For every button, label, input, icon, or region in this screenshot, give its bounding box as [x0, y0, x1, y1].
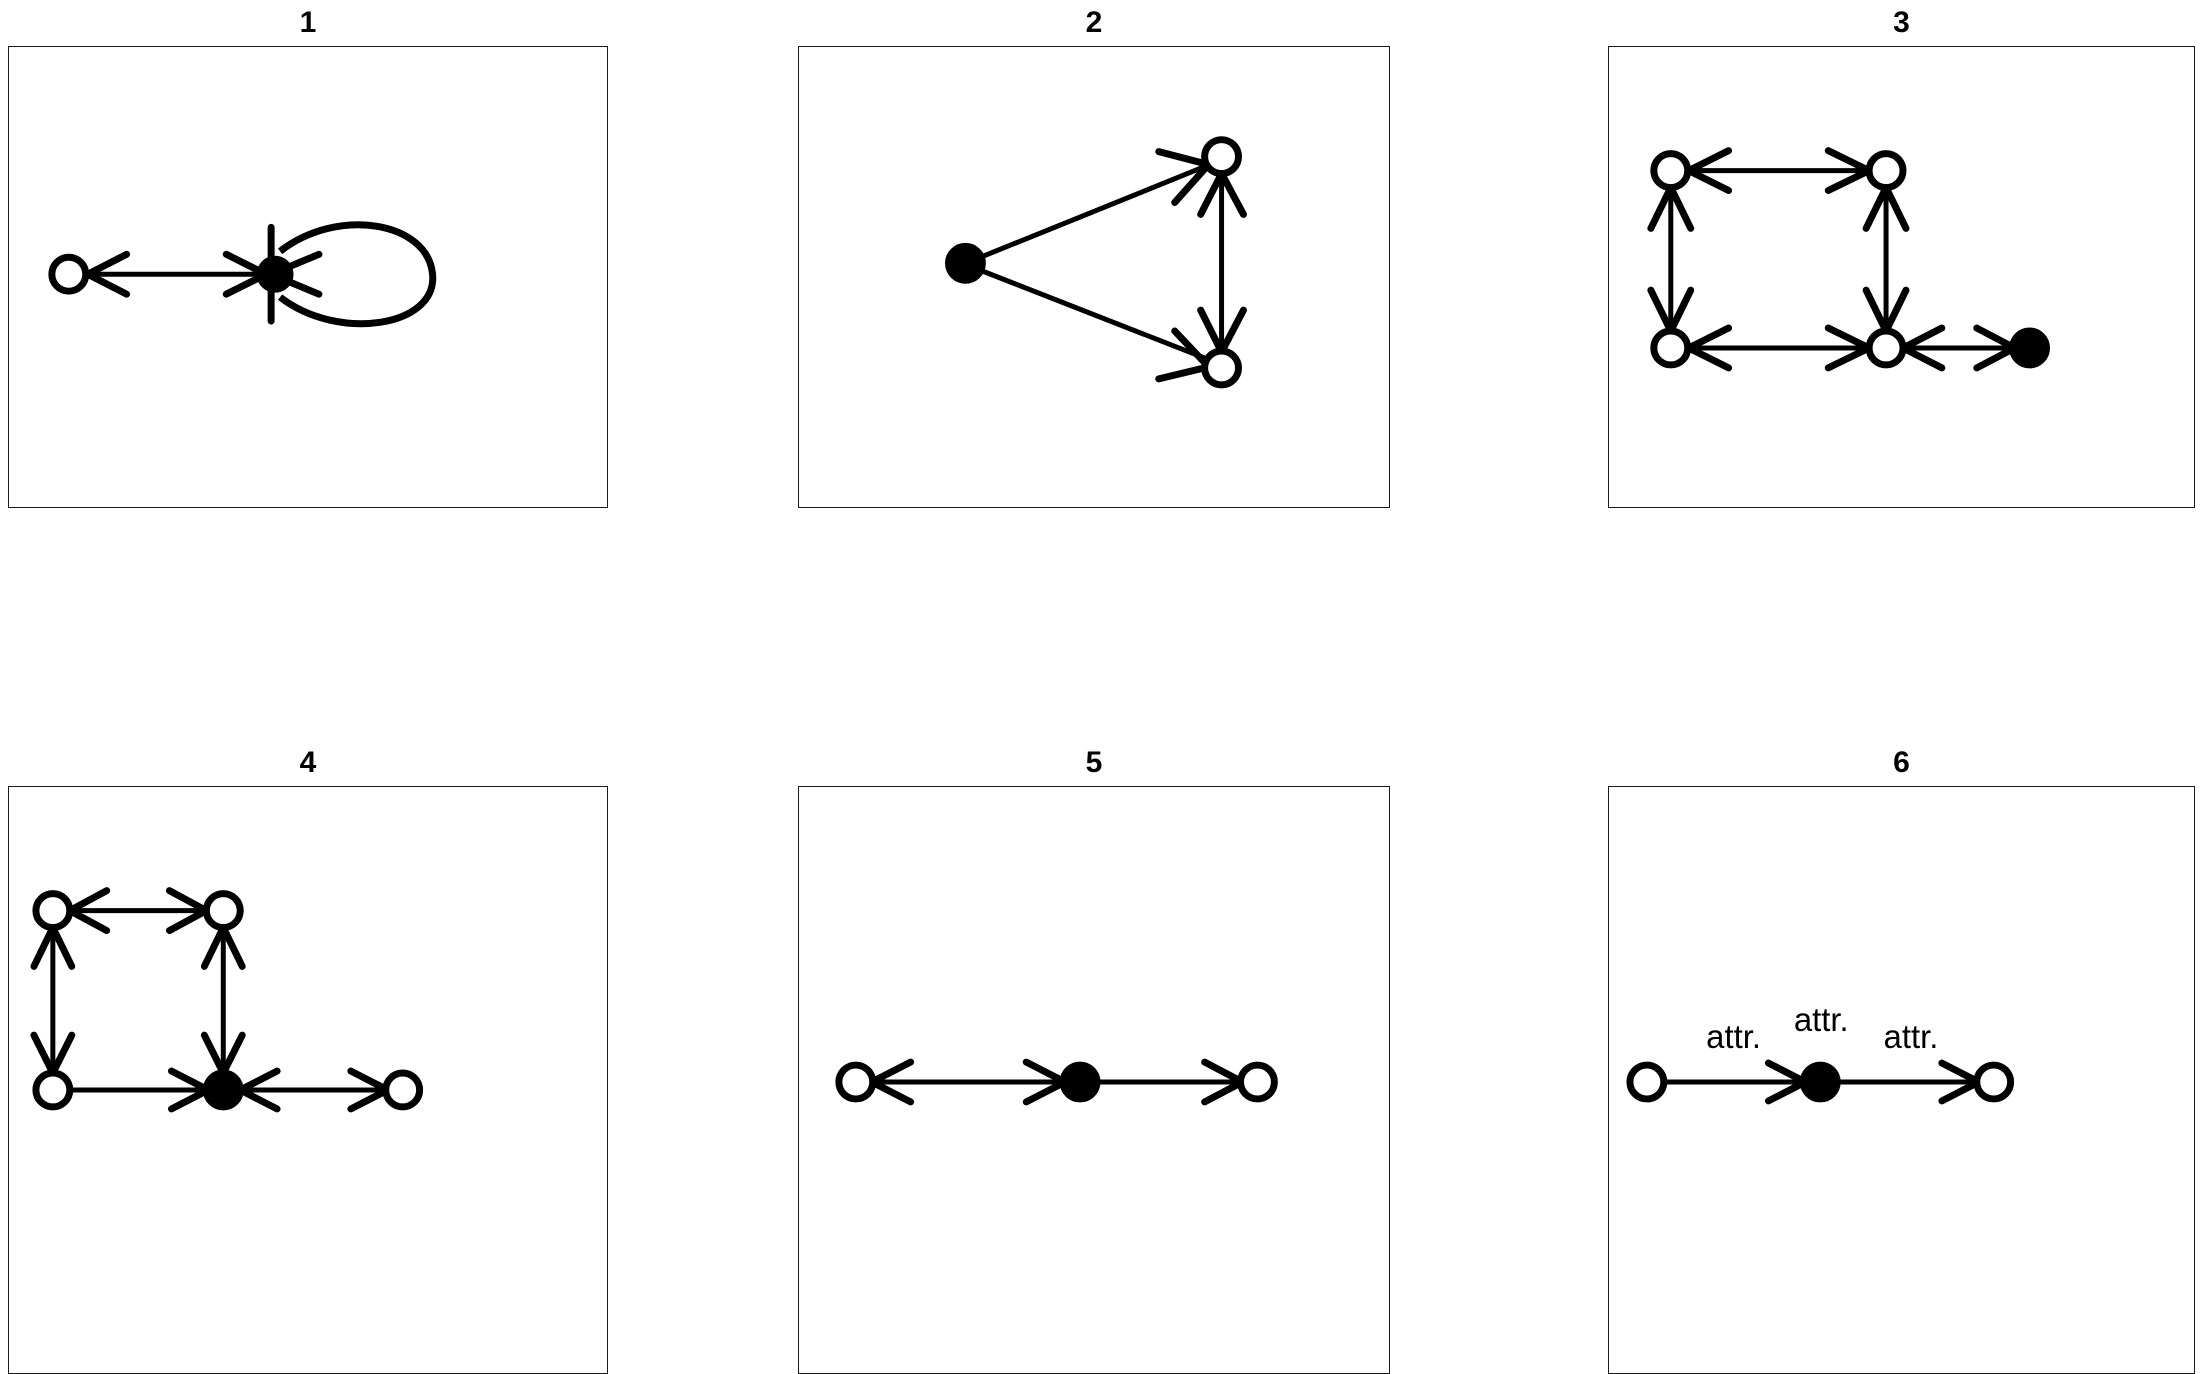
panel-5-plot-area	[798, 786, 1390, 1374]
panel-6: 6 attr. attr. attr.	[1608, 740, 2195, 1374]
panel-5-title: 5	[1085, 746, 1103, 779]
node-open-n3	[32, 1069, 74, 1111]
panel-1: 1	[8, 0, 608, 509]
panel-3-plot-area	[1608, 46, 2195, 509]
node-open-n3	[1650, 327, 1692, 369]
self-loop-edge	[277, 221, 437, 328]
edge-label-attr-right: attr.	[1884, 1018, 1939, 1055]
panel-3-title: 3	[1893, 6, 1910, 39]
node-open-n1	[32, 890, 74, 932]
node-open-n2	[1201, 136, 1242, 178]
node-filled-n2	[1799, 1061, 1841, 1103]
panel-1-plot-area	[8, 46, 608, 509]
edge-line-n1-n3	[979, 267, 1211, 363]
node-filled-n2	[1059, 1061, 1101, 1103]
node-filled-n1	[945, 242, 986, 284]
panel-6-plot-area: attr. attr. attr.	[1608, 786, 2195, 1374]
node-open-n3	[1973, 1061, 2015, 1103]
node-filled-n2	[256, 255, 294, 293]
panel-2-title: 2	[1085, 6, 1103, 39]
node-open-n3	[1201, 347, 1242, 389]
arrowhead-into-n3-from-n1	[1155, 327, 1216, 383]
panel-4-title: 4	[299, 746, 317, 779]
node-open-n2	[202, 890, 244, 932]
panel-4: 4	[8, 740, 608, 1374]
node-filled-n4	[202, 1069, 244, 1111]
panel-2: 2	[798, 0, 1390, 509]
node-open-n1	[1626, 1061, 1668, 1103]
edge-label-attr-middle: attr.	[1794, 1001, 1849, 1038]
panel-6-title: 6	[1893, 746, 1910, 779]
node-open-n2	[1865, 150, 1907, 192]
panel-1-title: 1	[299, 6, 317, 39]
panel-2-plot-area	[798, 46, 1390, 509]
node-filled-n5	[2009, 327, 2050, 369]
edge-label-attr-left: attr.	[1706, 1018, 1761, 1055]
node-open-n4	[1865, 327, 1907, 369]
node-open-n1	[48, 253, 90, 295]
panel-4-plot-area	[8, 786, 608, 1374]
panel-5: 5	[798, 740, 1390, 1374]
node-open-n1	[1650, 150, 1692, 192]
edge-line-n1-n2	[979, 162, 1211, 260]
node-open-n3	[1237, 1061, 1278, 1103]
panel-3: 3	[1608, 0, 2195, 509]
node-open-n5	[382, 1069, 424, 1111]
node-open-n1	[835, 1061, 877, 1103]
